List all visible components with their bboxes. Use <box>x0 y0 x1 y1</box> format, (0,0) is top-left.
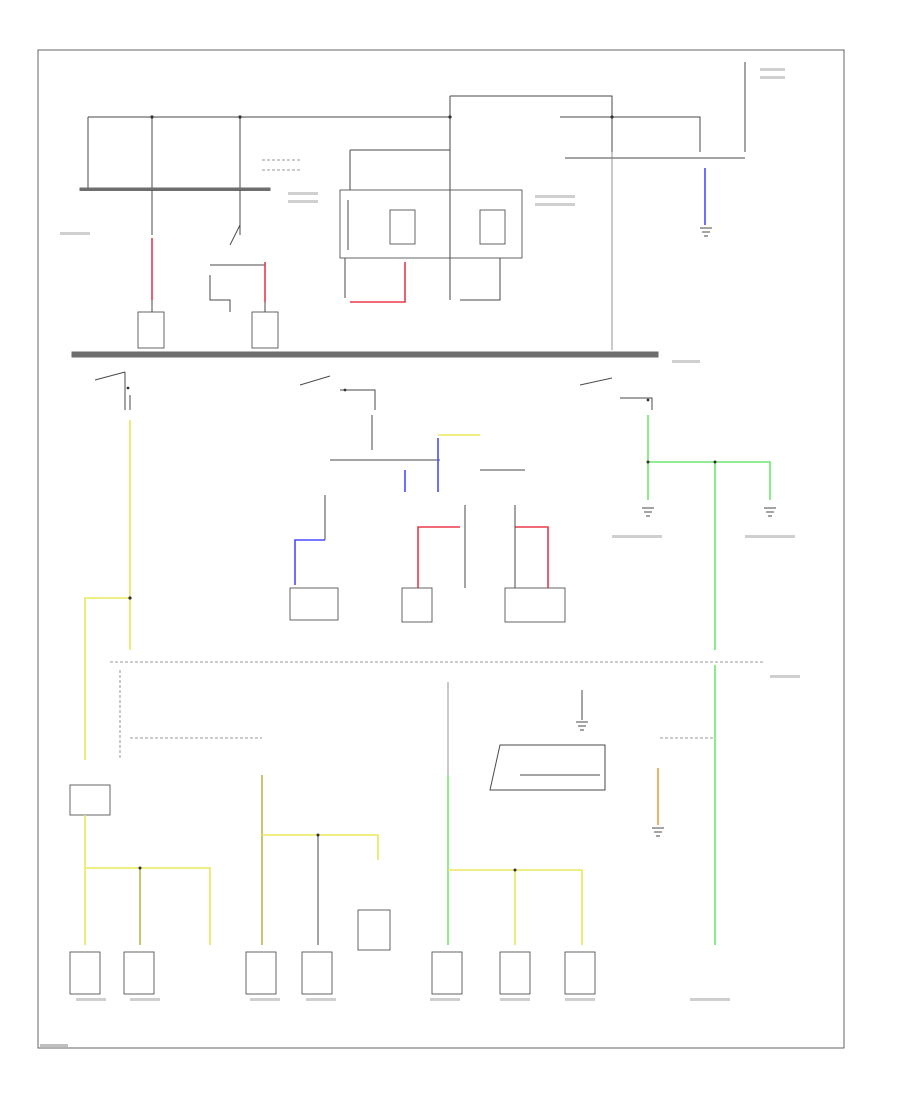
main-bus-upper <box>71 351 659 358</box>
component-5 <box>431 951 463 995</box>
red-wire-4 <box>417 526 460 588</box>
blue-wire-4 <box>294 539 325 585</box>
component-1 <box>69 951 101 995</box>
connector-bottom <box>357 909 391 951</box>
component-4 <box>301 951 333 995</box>
component-2 <box>123 951 155 995</box>
component-6 <box>499 951 531 995</box>
illegible-labels <box>40 68 800 1047</box>
top-power-section <box>79 62 746 350</box>
right-green-cluster <box>642 415 776 650</box>
relay-left-b <box>251 311 279 349</box>
yellow-branch-1 <box>85 867 211 945</box>
yellow-branch-3 <box>448 869 583 945</box>
green-wire-2 <box>648 461 771 500</box>
relay-left-a <box>137 311 165 349</box>
box-mid-3 <box>504 587 566 623</box>
lower-section <box>69 665 716 995</box>
ignition-switch-row <box>94 371 653 410</box>
red-wire-5 <box>515 526 549 588</box>
component-3 <box>245 951 277 995</box>
component-7 <box>564 951 596 995</box>
yellow-wire-left <box>84 597 130 760</box>
red-wire-3 <box>350 262 406 303</box>
middle-cluster <box>289 415 566 623</box>
box-mid-2 <box>401 587 433 623</box>
box-mid-1 <box>289 587 339 621</box>
yellow-branch-2 <box>262 834 379 860</box>
relay-lower-left <box>69 784 111 816</box>
